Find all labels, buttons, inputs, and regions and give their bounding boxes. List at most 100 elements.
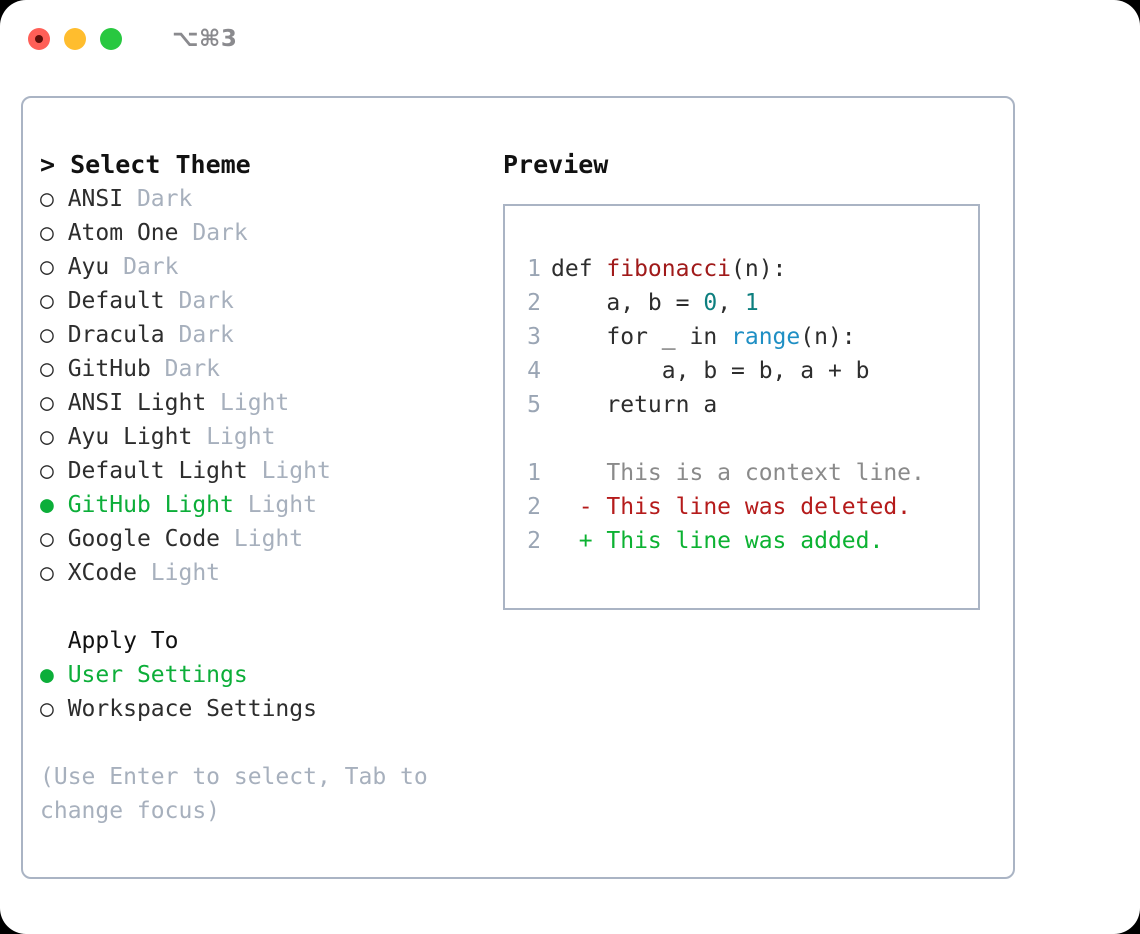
theme-name: Ayu: [53, 254, 124, 280]
theme-name: XCode: [53, 560, 151, 586]
line-number: 4: [527, 358, 541, 384]
preview-title: Preview: [503, 150, 609, 179]
code-token: return a: [551, 392, 718, 418]
apply-to-header: Apply To: [40, 628, 179, 654]
title-bar: ⌥⌘3: [0, 0, 1140, 78]
theme-name: ANSI: [53, 186, 137, 212]
theme-item[interactable]: ○ ANSI Dark: [40, 182, 490, 216]
preview-column: Preview 1 def fibonacci (n): 2 a, b = 0, 1 3…: [503, 148, 993, 610]
radio-empty-icon: ○: [40, 356, 54, 382]
theme-variant-badge: Light: [233, 526, 304, 552]
code-token: 0: [703, 290, 718, 316]
theme-item[interactable]: ○ Default Dark: [40, 284, 490, 318]
radio-empty-icon: ○: [40, 322, 54, 348]
theme-name: Default Light: [53, 458, 262, 484]
code-line: 2 a, b = 0, 1: [519, 286, 978, 320]
code-line: 5 return a: [519, 388, 978, 422]
line-number: 1: [527, 460, 541, 486]
panel-columns: > Select Theme ○ ANSI Dark○ Atom One Dar…: [23, 98, 1013, 877]
theme-variant-badge: Light: [220, 390, 290, 416]
theme-item[interactable]: ○ Google Code Light: [40, 522, 490, 556]
code-token: def: [551, 256, 607, 282]
radio-selected-icon: ●: [40, 662, 54, 688]
diff-marker: [551, 460, 606, 486]
theme-item[interactable]: ○ Default Light Light: [40, 454, 490, 488]
line-number: 3: [527, 324, 541, 350]
apply-to-option[interactable]: ○ Workspace Settings: [40, 692, 490, 726]
theme-name: GitHub Light: [53, 492, 248, 518]
theme-name: Default: [53, 288, 179, 314]
theme-variant-badge: Dark: [178, 322, 234, 348]
window-controls: [28, 28, 122, 50]
theme-name: Google Code: [53, 526, 234, 552]
theme-name: Atom One: [53, 220, 193, 246]
radio-empty-icon: ○: [40, 390, 54, 416]
diff-line: 2 + This line was added.: [519, 524, 978, 558]
radio-selected-icon: ●: [40, 492, 54, 518]
keyboard-shortcut-label: ⌥⌘3: [172, 26, 238, 52]
radio-empty-icon: ○: [40, 288, 54, 314]
minimize-button[interactable]: [64, 28, 86, 50]
main-panel: > Select Theme ○ ANSI Dark○ Atom One Dar…: [21, 96, 1015, 879]
theme-variant-badge: Dark: [136, 186, 193, 212]
theme-variant-badge: Light: [150, 560, 221, 586]
diff-sample: 1 This is a context line.2 - This line w…: [519, 456, 978, 558]
radio-empty-icon: ○: [40, 696, 54, 722]
code-token: for _ in: [551, 324, 732, 350]
close-icon: [35, 35, 43, 43]
theme-variant-badge: Light: [247, 492, 317, 518]
theme-selector-column: > Select Theme ○ ANSI Dark○ Atom One Dar…: [40, 148, 490, 828]
theme-item[interactable]: ○ XCode Light: [40, 556, 490, 590]
line-number: 5: [527, 392, 541, 418]
theme-name: Dracula: [53, 322, 179, 348]
radio-empty-icon: ○: [40, 186, 54, 212]
theme-item[interactable]: ○ Dracula Dark: [40, 318, 490, 352]
radio-empty-icon: ○: [40, 424, 54, 450]
keyboard-hint: (Use Enter to select, Tab to change focu…: [40, 764, 428, 824]
theme-list[interactable]: ○ ANSI Dark○ Atom One Dark○ Ayu Dark○ De…: [40, 182, 490, 590]
diff-text: This line was added.: [606, 528, 884, 554]
line-number: 1: [527, 256, 541, 282]
radio-empty-icon: ○: [40, 526, 54, 552]
theme-name: Ayu Light: [53, 424, 207, 450]
radio-empty-icon: ○: [40, 560, 54, 586]
line-number: 2: [527, 528, 541, 554]
apply-to-option[interactable]: ● User Settings: [40, 658, 490, 692]
apply-to-label: Workspace Settings: [53, 696, 317, 722]
theme-variant-badge: Dark: [178, 288, 234, 314]
line-number: 2: [527, 494, 541, 520]
select-theme-header: > Select Theme: [40, 150, 251, 179]
code-token: range: [731, 324, 801, 350]
zoom-button[interactable]: [100, 28, 122, 50]
theme-item[interactable]: ○ Ayu Light Light: [40, 420, 490, 454]
radio-empty-icon: ○: [40, 254, 54, 280]
theme-variant-badge: Light: [261, 458, 331, 484]
radio-empty-icon: ○: [40, 220, 54, 246]
theme-name: ANSI Light: [53, 390, 221, 416]
diff-marker: -: [551, 494, 607, 520]
theme-variant-badge: Dark: [164, 356, 221, 382]
radio-empty-icon: ○: [40, 458, 54, 484]
theme-item[interactable]: ○ GitHub Dark: [40, 352, 490, 386]
close-button[interactable]: [28, 28, 50, 50]
theme-variant-badge: Dark: [123, 254, 179, 280]
code-line: 4 a, b = b, a + b: [519, 354, 978, 388]
code-token: a, b = b, a + b: [551, 358, 870, 384]
line-number: 2: [527, 290, 541, 316]
theme-item[interactable]: ● GitHub Light Light: [40, 488, 490, 522]
theme-item[interactable]: ○ ANSI Light Light: [40, 386, 490, 420]
diff-line: 2 - This line was deleted.: [519, 490, 978, 524]
code-diff-spacer: [519, 422, 978, 456]
diff-line: 1 This is a context line.: [519, 456, 978, 490]
code-token: ,: [717, 290, 745, 316]
apply-to-list[interactable]: ● User Settings○ Workspace Settings: [40, 658, 490, 726]
code-token: a, b =: [551, 290, 704, 316]
code-token: (n):: [800, 324, 856, 350]
diff-marker: +: [551, 528, 607, 554]
theme-item[interactable]: ○ Atom One Dark: [40, 216, 490, 250]
code-token: fibonacci: [606, 256, 732, 282]
theme-item[interactable]: ○ Ayu Dark: [40, 250, 490, 284]
diff-text: This is a context line.: [606, 460, 925, 486]
theme-variant-badge: Dark: [192, 220, 248, 246]
